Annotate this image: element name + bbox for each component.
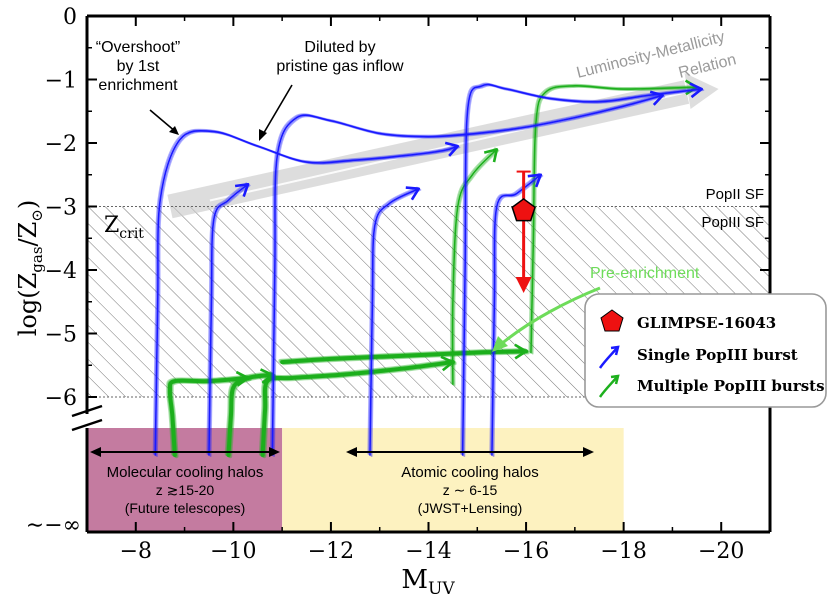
multiple-track-1-arrowhead	[259, 368, 274, 384]
pre-enrichment-annotation: Pre-enrichment	[492, 265, 700, 352]
single-track-4	[460, 82, 705, 457]
x-tick-label: −8	[120, 539, 152, 564]
y-tick-label: 0	[63, 5, 77, 30]
legend-box	[584, 293, 827, 408]
pre-enrichment-pointer-head	[492, 336, 508, 352]
single-track-2	[269, 90, 666, 457]
molecular-cooling-region	[87, 428, 283, 532]
legend-green-arrow-marker	[598, 374, 620, 398]
y-tick-label: −4	[45, 259, 77, 284]
y-tick-label: −2	[45, 132, 77, 157]
y-tick-label: −1	[45, 69, 77, 94]
single-track-1-arrowhead	[234, 182, 250, 197]
x-tick-label: −16	[503, 539, 549, 564]
glimpse-upper-limit-arrowhead	[515, 277, 532, 294]
atomic-label-line-1: Atomic cooling halos	[401, 464, 539, 481]
multiple-track-4-arrowhead	[514, 343, 528, 360]
single-track-3	[367, 186, 422, 457]
legend: GLIMPSE-16043 Single PopIII burst Multip…	[584, 293, 827, 408]
popII-label: PopII SF	[706, 186, 764, 203]
atomic-cooling-region	[282, 428, 624, 532]
diluted-annotation: Diluted by pristine gas inflow	[259, 39, 404, 141]
pre-enrichment-label: Pre-enrichment	[590, 265, 700, 282]
multiple-track-1	[224, 368, 277, 459]
multiple-track-5	[528, 79, 700, 355]
x-tick-label: −10	[210, 539, 256, 564]
x-tick-label: −14	[405, 539, 451, 564]
molecular-range-arrow	[90, 447, 280, 457]
single-track-4-arrowhead	[689, 82, 703, 99]
overshoot-annotation: “Overshoot” by 1st enrichment	[96, 39, 180, 135]
single-track-1	[206, 182, 251, 457]
molecular-label-line-3: (Future telescopes)	[125, 500, 246, 516]
diluted-line-2: pristine gas inflow	[276, 58, 404, 75]
legend-label-single: Single PopIII burst	[637, 346, 798, 364]
x-axis-label: MUV	[401, 565, 455, 596]
luminosity-metallicity-band	[167, 73, 719, 219]
legend-label-multiple: Multiple PopIII bursts	[637, 377, 825, 395]
multiple-track-3-arrowhead	[483, 148, 499, 163]
atomic-range-arrow	[346, 447, 594, 457]
multiple-track-2	[258, 355, 457, 459]
diluted-line-1: Diluted by	[304, 39, 375, 56]
atomic-label-line-2: z ∼ 6-15	[443, 482, 498, 498]
popIII-label: PopIII SF	[701, 214, 764, 231]
relation-label-line-2: Relation	[677, 51, 738, 82]
axis-break-mark-upper	[71, 404, 103, 418]
y-tick-label: −6	[45, 386, 77, 411]
legend-pentagon-marker	[600, 309, 624, 332]
relation-arrowhead	[684, 73, 719, 110]
single-track-3-arrowhead	[405, 186, 421, 201]
legend-label-glimpse: GLIMPSE-16043	[637, 314, 776, 332]
atomic-label-line-3: (JWST+Lensing)	[418, 500, 523, 516]
single-track-5-arrowhead	[527, 173, 543, 188]
diluted-pointer	[261, 84, 293, 137]
single-track-2-arrowhead	[649, 90, 664, 106]
single-track-0	[152, 128, 461, 457]
y-axis-label: log(Zgas/Z⊙)	[14, 200, 46, 337]
x-tick-label: −12	[308, 539, 354, 564]
y-infinity-label: ∼−∞	[26, 513, 81, 538]
multiple-track-3	[449, 147, 500, 387]
overshoot-line-1: “Overshoot”	[96, 39, 180, 56]
single-popIII-tracks	[152, 82, 705, 457]
x-tick-label: −18	[600, 539, 646, 564]
multiple-popIII-tracks	[166, 79, 700, 459]
single-track-0-arrowhead	[444, 141, 460, 157]
x-tick-label: −20	[698, 539, 744, 564]
axes: 0 −1 −2 −3 −4 −5 −6 ∼−∞ −8 −10 −12 −14 −16 −18 −20	[26, 5, 772, 564]
overshoot-pointer	[149, 109, 177, 133]
y-tick-label: −5	[45, 323, 77, 348]
y-tick-label: −3	[45, 196, 77, 221]
overshoot-pointer-head	[169, 126, 179, 135]
axis-break-mark-lower	[71, 418, 103, 432]
overshoot-line-3: enrichment	[98, 77, 178, 94]
overshoot-line-2: by 1st	[117, 58, 160, 75]
single-track-5	[489, 172, 544, 457]
glimpse-pentagon-marker	[511, 198, 536, 222]
pre-enrichment-pointer	[499, 286, 601, 347]
glimpse-point-group	[511, 170, 536, 294]
legend-blue-arrow-marker	[598, 345, 620, 369]
molecular-label-line-2: z ≳15-20	[156, 482, 215, 498]
z-crit-label: Zcrit	[104, 213, 144, 242]
molecular-label-line-1: Molecular cooling halos	[107, 464, 264, 481]
diluted-pointer-head	[259, 129, 267, 141]
